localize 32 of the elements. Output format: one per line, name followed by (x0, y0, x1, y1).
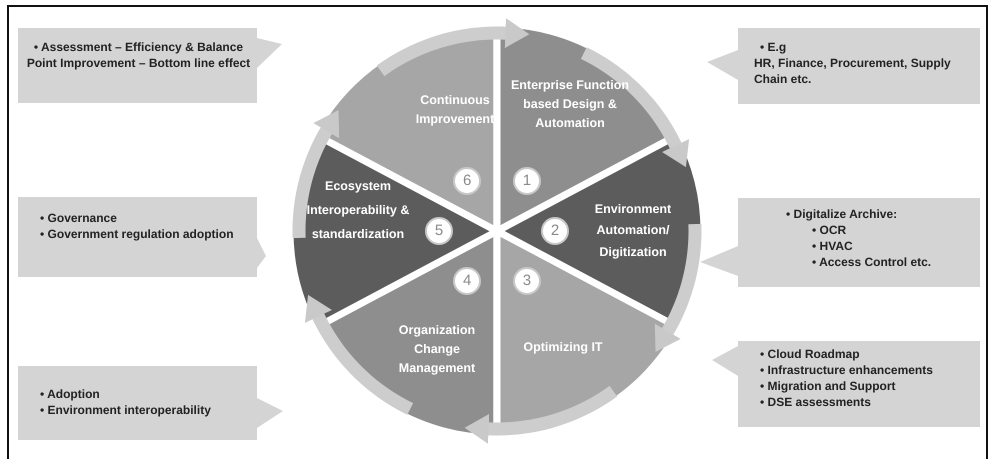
cycle-arrow (376, 18, 530, 76)
bullet-item: • Access Control etc. (812, 254, 932, 270)
callout-box (18, 366, 283, 440)
callout-box (712, 341, 980, 427)
sector-label: Ecosystem Interoperability & standardization (306, 178, 410, 243)
bullet-item: • HVAC (812, 238, 854, 254)
bullet-item: • Assessment – Efficiency & Balance Point Improvement – Bottom line effect (26, 39, 251, 71)
cycle-arrow (304, 294, 414, 415)
callout-box (18, 28, 282, 103)
cycle-arrow (464, 386, 618, 444)
cycle-arrow (654, 224, 702, 352)
bullet-item: • DSE assessments (760, 394, 872, 410)
bullet-item: • Migration and Support (760, 378, 897, 394)
bullet-item: • Government regulation adoption (40, 226, 235, 242)
sector-label: Continuous Improvement (414, 92, 496, 128)
sector-label: Organization Change Management (398, 322, 476, 377)
bullet-item: • E.g (760, 39, 788, 55)
bullet-item: • Governance (40, 210, 118, 226)
callout-text: HR, Finance, Procurement, Supply Chain etc. (754, 55, 952, 87)
cycle-arrow (292, 110, 340, 238)
callout-box (18, 197, 266, 277)
bullet-item: • Environment interoperability (40, 402, 212, 418)
callout-box (707, 28, 980, 104)
cycle-arrow (580, 47, 690, 168)
bullet-item: • Cloud Roadmap (760, 346, 861, 362)
bullet-item: • OCR (812, 222, 848, 238)
bullet-item: • Infrastructure enhancements (760, 362, 934, 378)
callout-box (700, 198, 980, 287)
sector-label: Environment Automation/ Digitization (594, 200, 672, 261)
bullet-item: • Adoption (40, 386, 101, 402)
bullet-item: • Digitalize Archive: (786, 206, 898, 222)
sector-label: Optimizing IT (522, 339, 604, 356)
